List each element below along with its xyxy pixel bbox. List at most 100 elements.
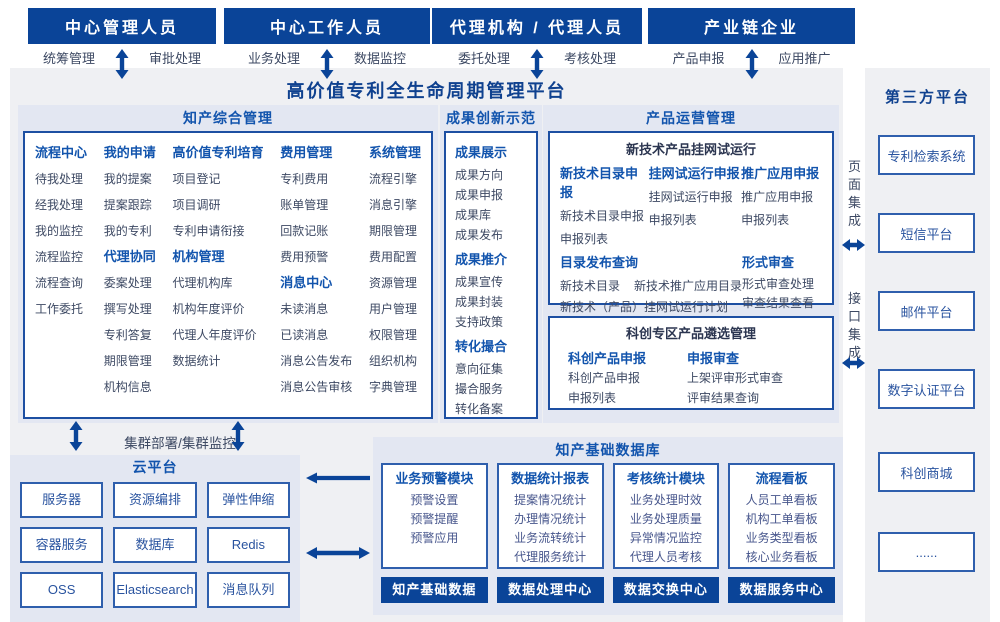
actor-header: 中心工作人员 — [224, 8, 430, 44]
menu-item: 成果封装 — [455, 295, 504, 309]
menu-item: 提案情况统计 — [514, 493, 587, 507]
op-column: 推广应用申报 推广应用申报申报列表 — [741, 162, 822, 251]
comprehensive-box: 流程中心 待我处理经我处理我的监控流程监控流程查询工作委托 我的申请 我的提案提… — [23, 131, 433, 419]
db-module-kanban: 流程看板 人员工单看板机构工单看板业务类型看板核心业务看板 — [728, 463, 835, 569]
section-items: 我的提案提案跟踪我的专利 — [104, 166, 156, 244]
cloud-service-box: Elasticsearch — [113, 572, 197, 608]
menu-item: 字典管理 — [368, 380, 417, 394]
menu-item: 业务处理时效 — [629, 493, 702, 507]
menu-item: 支持政策 — [455, 315, 504, 329]
section-title: 我的申请 — [103, 145, 156, 160]
menu-item: 评审结果查询 — [687, 391, 760, 405]
panel-title: 成果创新示范 — [446, 110, 536, 126]
menu-item: 成果库 — [455, 208, 492, 222]
panel-title: 云平台 — [132, 459, 178, 475]
menu-item: 申报列表 — [648, 213, 697, 227]
section-title: 科创产品申报 — [568, 351, 647, 366]
section-title: 高价值专利培育 — [172, 145, 264, 160]
menu-item: 成果申报 — [455, 188, 504, 202]
section-title: 费用管理 — [280, 145, 333, 160]
section-title: 系统管理 — [368, 145, 421, 160]
module-title: 考核统计模块 — [626, 471, 705, 486]
thirdparty-box-email: 邮件平台 — [878, 291, 975, 331]
menu-item: 数据统计 — [172, 354, 221, 368]
menu-item: 成果方向 — [455, 168, 504, 182]
section-items: 委案处理撰写处理专利答复期限管理机构信息 — [104, 270, 156, 400]
menu-item: 代理人员考核 — [629, 550, 702, 564]
panel-thirdparty: 第三方平台 专利检索系统 短信平台 邮件平台 数字认证平台 科创商城 .....… — [865, 68, 990, 622]
group-title: 新技术产品挂网试运行 — [625, 142, 756, 157]
double-arrow-vertical-icon — [530, 49, 544, 79]
menu-item: 代理机构库 — [172, 276, 233, 290]
section-title: 推广应用申报 — [741, 166, 820, 181]
menu-item: 预警设置 — [410, 493, 459, 507]
module-items: 提案情况统计办理情况统计业务流转统计代理服务统计 — [499, 491, 602, 567]
actor-group-center-admin: 中心管理人员 统筹管理 审批处理 — [28, 8, 216, 79]
catalog-query-column: 目录发布查询 新技术目录新技术推广应用目录 新技术（产品）挂网试运行计划 — [560, 251, 742, 317]
menu-item: 人员工单看板 — [745, 493, 818, 507]
menu-item: 转化备案 — [455, 402, 504, 416]
menu-item: 期限管理 — [368, 224, 417, 238]
actor-group-enterprise: 产业链企业 产品申报 应用推广 — [648, 8, 855, 79]
section-title: 代理协同 — [103, 249, 156, 264]
innovation-box: 成果展示 成果方向成果申报成果库成果发布 成果推介 成果宣传成果封装支持政策 转… — [444, 131, 538, 419]
menu-item: 用户管理 — [368, 302, 417, 316]
role-label: 考核处理 — [564, 51, 617, 66]
data-center-bar: 数据服务中心 — [728, 577, 835, 603]
role-label: 产品申报 — [672, 51, 725, 66]
menu-item: 已读消息 — [280, 328, 329, 342]
menu-item: 未读消息 — [280, 302, 329, 316]
menu-item: 预警提醒 — [410, 512, 459, 526]
menu-item: 专利费用 — [280, 172, 329, 186]
section-title: 转化撮合 — [455, 339, 508, 354]
menu-item: 委案处理 — [103, 276, 152, 290]
module-column-system-management: 系统管理 流程引擎消息引擎期限管理费用配置资源管理用户管理权限管理组织机构字典管… — [369, 140, 421, 410]
integration-label-page: 页面集成 — [847, 159, 861, 228]
menu-item: 业务处理质量 — [629, 512, 702, 526]
menu-item: 办理情况统计 — [514, 512, 587, 526]
data-center-bar: 数据交换中心 — [612, 577, 720, 603]
section-title: 流程中心 — [35, 145, 88, 160]
menu-item: 期限管理 — [103, 354, 152, 368]
section-title: 消息中心 — [280, 275, 333, 290]
role-label: 应用推广 — [778, 51, 831, 66]
menu-item: 成果发布 — [455, 228, 504, 242]
menu-item: 费用预警 — [280, 250, 329, 264]
platform-title: 高价值专利全生命周期管理平台 — [286, 81, 567, 101]
section-items: 成果宣传成果封装支持政策 — [455, 272, 536, 332]
cloud-service-box: 数据库 — [113, 527, 197, 563]
menu-item: 我的专利 — [103, 224, 152, 238]
cloud-service-box: 资源编排 — [113, 482, 197, 518]
menu-item: 专利申请衔接 — [172, 224, 245, 238]
menu-item: 费用配置 — [368, 250, 417, 264]
module-items: 预警设置预警提醒预警应用 — [383, 491, 486, 548]
menu-item: 消息引擎 — [368, 198, 417, 212]
data-center-bar: 数据处理中心 — [496, 577, 604, 603]
actor-roles: 统筹管理 审批处理 — [28, 49, 216, 79]
menu-item: 待我处理 — [35, 172, 84, 186]
panel-title: 第三方平台 — [884, 89, 970, 106]
module-items: 业务处理时效业务处理质量异常情况监控代理人员考核 — [615, 491, 718, 567]
section-title: 新技术目录申报 — [560, 166, 639, 200]
group-title: 科创专区产品遴选管理 — [625, 326, 756, 341]
platform-container: 高价值专利全生命周期管理平台 知产综合管理 流程中心 待我处理经我处理我的监控流… — [10, 68, 843, 622]
section-items: 挂网试运行申报申报列表 — [649, 186, 741, 232]
actor-roles: 委托处理 考核处理 — [432, 49, 642, 79]
double-arrow-horizontal-icon — [842, 357, 865, 369]
menu-item: 挂网试运行申报 — [648, 190, 733, 204]
section-title: 目录发布查询 — [560, 255, 639, 270]
db-module-statistics: 数据统计报表 提案情况统计办理情况统计业务流转统计代理服务统计 — [496, 463, 604, 569]
menu-item: 核心业务看板 — [745, 550, 818, 564]
selection-columns: 科创产品申报 科创产品申报申报列表 申报审查 上架评审形式审查评审结果查询 — [560, 346, 822, 408]
menu-item: 形式审查处理 — [742, 277, 815, 291]
double-arrow-horizontal-icon — [306, 547, 370, 559]
panel-title: 知产基础数据库 — [555, 442, 661, 458]
actor-group-center-staff: 中心工作人员 业务处理 数据监控 — [224, 8, 430, 79]
formal-review-column: 形式审查 形式审查处理审查结果查看 — [742, 251, 822, 317]
menu-item: 工作委托 — [35, 302, 84, 316]
section-items: 科创产品申报申报列表 — [568, 368, 687, 408]
thirdparty-box-digital-cert: 数字认证平台 — [878, 369, 975, 409]
section-items: 流程引擎消息引擎期限管理费用配置资源管理用户管理权限管理组织机构字典管理 — [369, 166, 421, 400]
